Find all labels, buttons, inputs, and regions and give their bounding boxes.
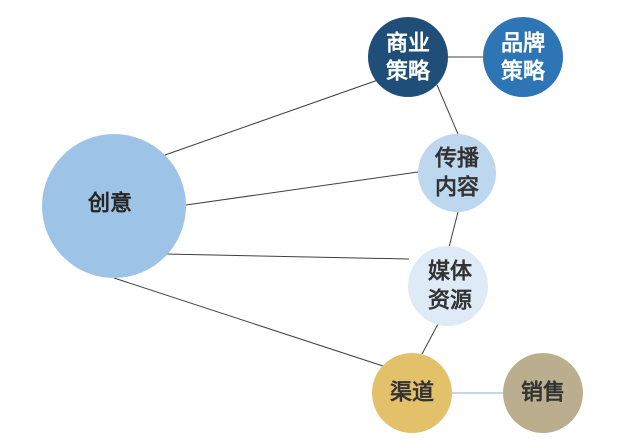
node-label: 创意 bbox=[87, 191, 132, 217]
node-label: 资源 bbox=[428, 289, 472, 314]
node-circle bbox=[42, 134, 186, 278]
node-label: 销售 bbox=[521, 380, 565, 406]
node-circle bbox=[483, 17, 563, 97]
node-content: 传播 内容 bbox=[418, 134, 496, 212]
edge-media-channel bbox=[421, 323, 439, 355]
node-label: 渠道 bbox=[390, 380, 434, 406]
node-channel: 渠道 bbox=[372, 353, 452, 433]
node-label: 策略 bbox=[386, 59, 431, 85]
edge-creative-content bbox=[185, 171, 419, 206]
edge-content-media bbox=[448, 211, 459, 248]
node-circle bbox=[408, 246, 488, 326]
edge-creative-media bbox=[164, 253, 410, 260]
node-circle bbox=[503, 353, 583, 433]
edges bbox=[113, 56, 503, 394]
node-label: 品牌 bbox=[501, 31, 545, 57]
node-circle bbox=[372, 353, 452, 433]
node-circle bbox=[368, 17, 448, 97]
edge-creative-channel bbox=[113, 277, 384, 367]
node-media: 媒体 资源 bbox=[408, 246, 488, 326]
node-label: 内容 bbox=[435, 175, 479, 201]
node-circle bbox=[418, 134, 496, 212]
node-label: 商业 bbox=[386, 31, 430, 57]
node-creative: 创意 bbox=[42, 134, 186, 278]
node-label: 媒体 bbox=[428, 259, 473, 285]
node-label: 传播 bbox=[434, 147, 480, 172]
node-business-strategy: 商业 策略 bbox=[368, 17, 448, 97]
edge-creative-business bbox=[164, 79, 379, 156]
node-brand-strategy: 品牌 策略 bbox=[483, 17, 563, 97]
node-sales: 销售 bbox=[503, 353, 583, 433]
edge-business-content bbox=[436, 84, 459, 135]
node-label: 策略 bbox=[501, 59, 546, 85]
